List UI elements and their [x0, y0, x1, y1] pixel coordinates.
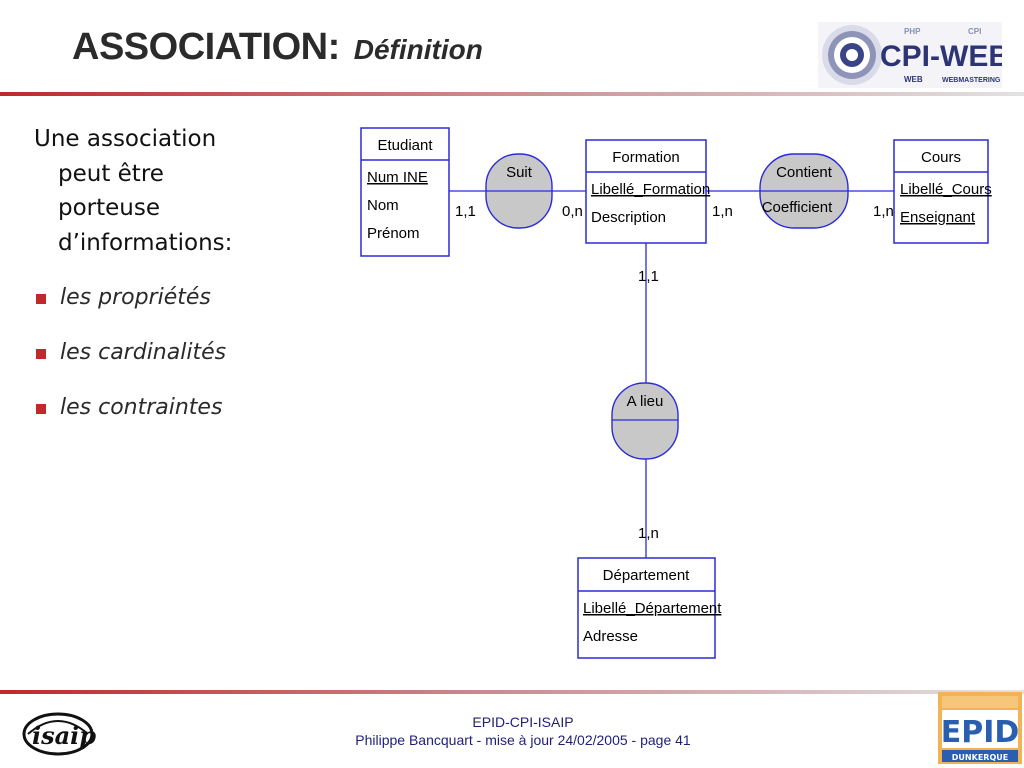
footer-divider: [0, 690, 1024, 694]
entity-formation: Formation Libellé_Formation Description: [585, 139, 710, 244]
bullet-text: les contraintes: [60, 395, 223, 420]
entity-cours: Cours Libellé_Cours Enseignant: [893, 139, 992, 244]
slide-title-main: ASSOCIATION:: [72, 26, 340, 68]
bullet-text: les propriétés: [60, 285, 211, 310]
entity-cours-name: Cours: [921, 149, 961, 166]
cardinality-formation-contient: 1,n: [712, 203, 733, 220]
footer: EPID-CPI-ISAIP Philippe Bancquart - mise…: [300, 713, 746, 749]
bullet-item: les propriétés: [36, 282, 226, 337]
association-alieu-name: A lieu: [627, 393, 664, 410]
cpi-web-logo-tag-php: PHP: [904, 27, 921, 36]
entity-departement-name: Département: [603, 567, 691, 584]
bullet-list: les propriétés les cardinalités les cont…: [36, 282, 226, 447]
bullet-item: les cardinalités: [36, 337, 226, 392]
isaip-logo: isaip: [22, 712, 96, 756]
cardinality-labels: 1,1 0,n 1,n 1,n 1,1 1,n: [455, 203, 894, 542]
entity-cours-key: Enseignant: [900, 209, 976, 226]
entity-cours-key: Libellé_Cours: [900, 181, 992, 198]
relationship-lines: [449, 190, 894, 558]
bullet-square-icon: [36, 294, 46, 304]
mcd-diagram: Etudiant Num INE Nom Prénom Formation Li…: [360, 127, 992, 659]
intro-line: Une association: [34, 126, 217, 152]
entity-formation-key: Libellé_Formation: [591, 181, 710, 198]
epid-logo-text: EPID: [941, 715, 1020, 750]
entity-etudiant-name: Etudiant: [377, 137, 433, 154]
association-contient-property: Coefficient: [762, 199, 833, 216]
cardinality-departement-alieu: 1,n: [638, 525, 659, 542]
entity-departement: Département Libellé_Département Adresse: [577, 557, 722, 659]
entity-formation-attribute: Description: [591, 209, 666, 226]
header-divider: [0, 92, 1024, 96]
entity-departement-attribute: Adresse: [583, 628, 638, 645]
entity-formation-name: Formation: [612, 149, 680, 166]
slide-title: ASSOCIATION: Définition: [72, 26, 483, 69]
entity-etudiant: Etudiant Num INE Nom Prénom: [360, 127, 450, 257]
association-contient: Contient Coefficient: [759, 153, 849, 229]
bullet-text: les cardinalités: [60, 340, 227, 365]
entity-etudiant-key: Num INE: [367, 169, 428, 186]
association-suit: Suit: [485, 153, 553, 229]
bullet-item: les contraintes: [36, 392, 226, 447]
cardinality-formation-suit: 0,n: [562, 203, 583, 220]
footer-line2: Philippe Bancquart - mise à jour 24/02/2…: [355, 732, 691, 748]
cardinality-formation-alieu: 1,1: [638, 268, 659, 285]
bullet-square-icon: [36, 349, 46, 359]
cpi-web-logo-tag-web: WEB: [904, 75, 923, 84]
intro-line: d’informations:: [58, 229, 233, 256]
epid-logo: EPID DUNKERQUE: [938, 692, 1022, 764]
epid-logo-subtext: DUNKERQUE: [952, 753, 1008, 762]
entity-departement-key: Libellé_Département: [583, 600, 722, 617]
footer-line1: EPID-CPI-ISAIP: [472, 714, 574, 730]
cpi-web-logo-text: CPI-WEB: [880, 40, 1002, 73]
bullet-square-icon: [36, 404, 46, 414]
cardinality-etudiant-suit: 1,1: [455, 203, 476, 220]
intro-line: porteuse: [58, 195, 161, 221]
isaip-logo-text: isaip: [32, 721, 96, 750]
association-contient-name: Contient: [776, 164, 833, 181]
intro-line: peut être: [58, 160, 164, 187]
cardinality-cours-contient: 1,n: [873, 203, 894, 220]
cpi-web-logo-tag-webmastering: WEBMASTERING: [942, 77, 1001, 84]
intro-text: Une association peut être porteuse d’inf…: [34, 122, 284, 260]
entity-etudiant-attribute: Prénom: [367, 225, 420, 242]
association-alieu: A lieu: [611, 382, 679, 460]
cpi-web-logo-tag-cpi: CPI: [968, 27, 981, 36]
cpi-web-logo: CPI-WEB PHP CPI WEB WEBMASTERING: [818, 22, 1002, 88]
slide-title-sub: Définition: [353, 34, 483, 65]
entity-etudiant-attribute: Nom: [367, 197, 399, 214]
association-suit-name: Suit: [506, 164, 533, 181]
